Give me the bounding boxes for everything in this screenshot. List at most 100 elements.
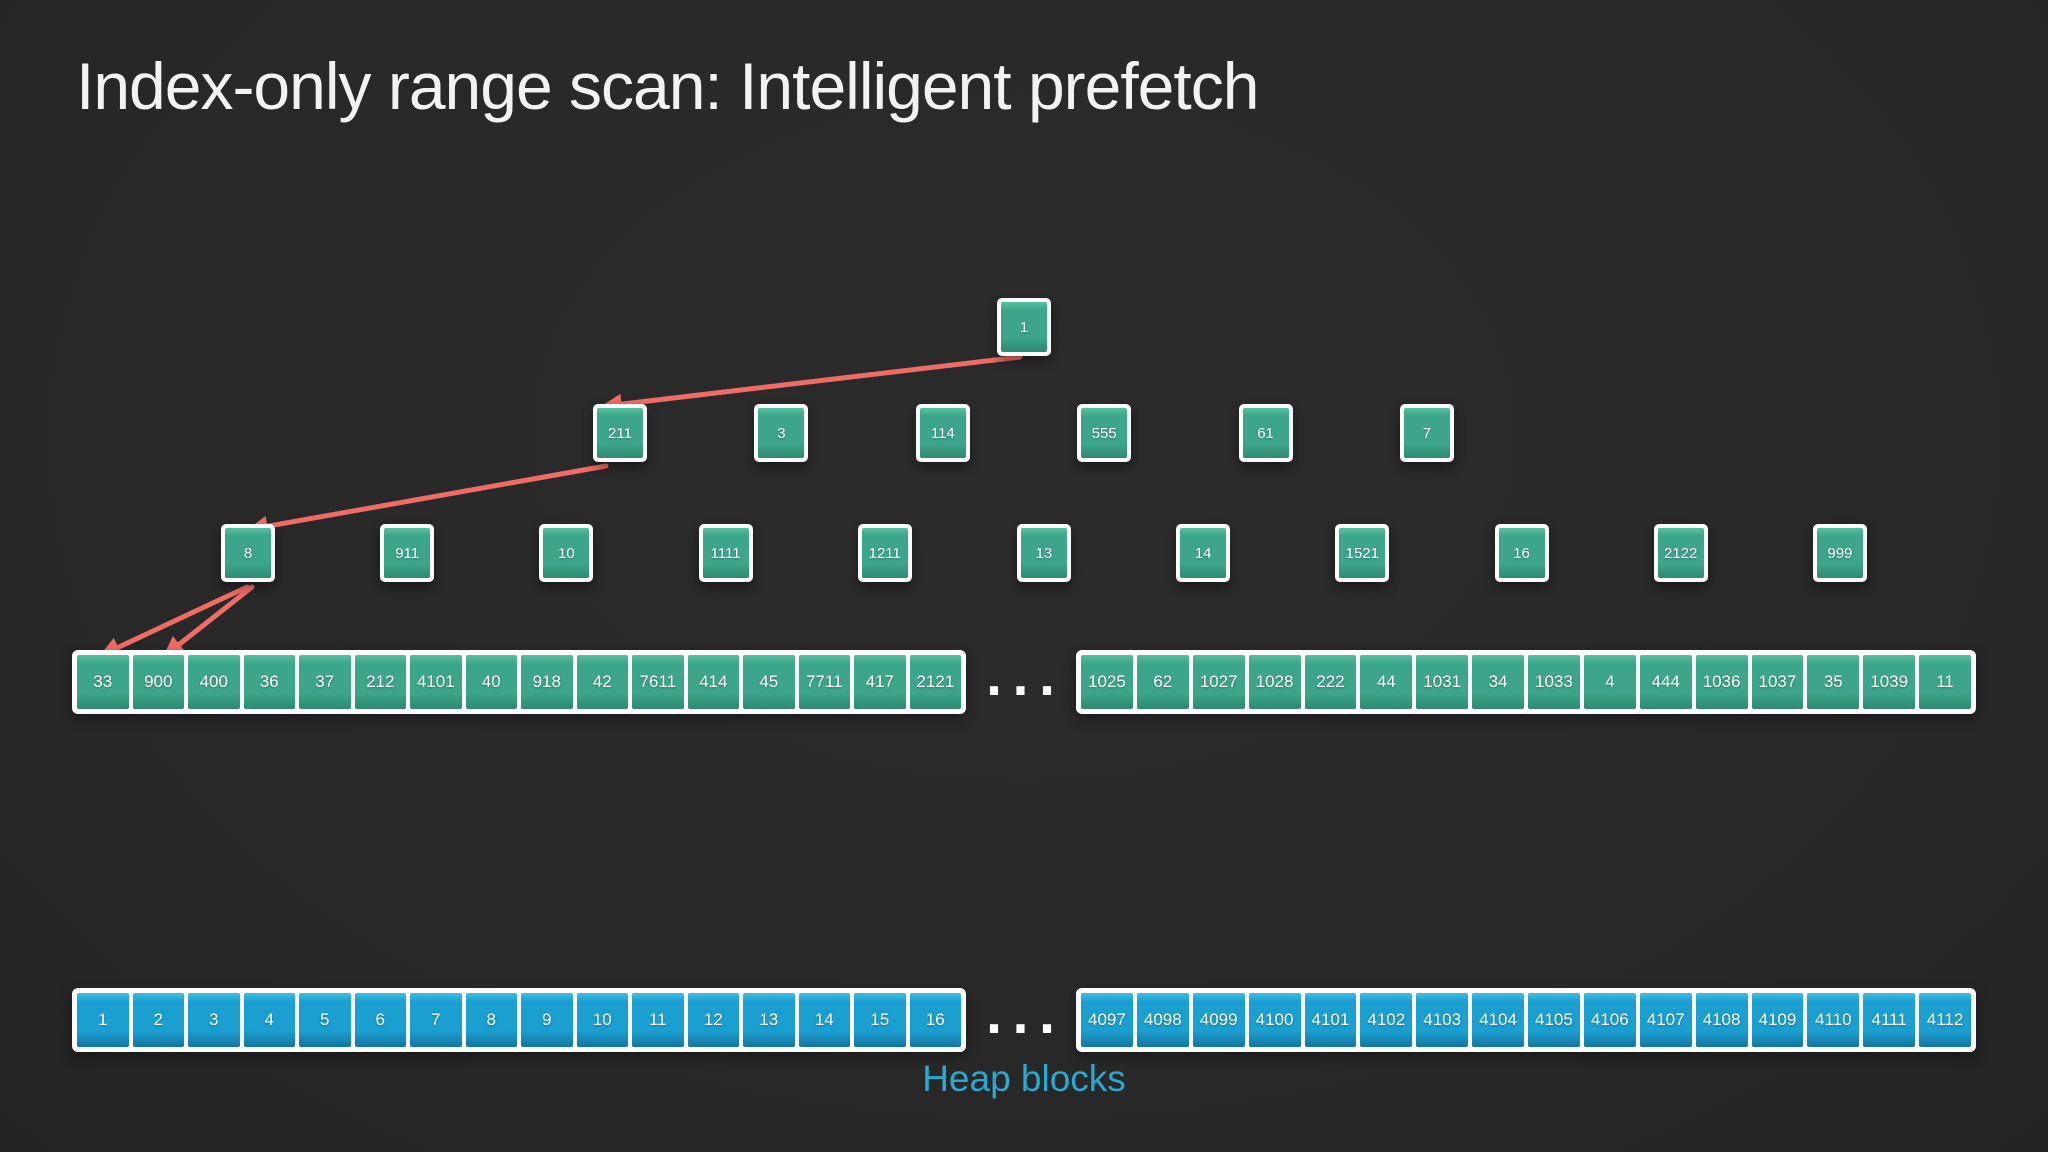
leaf-cell: 1025 <box>1081 655 1133 709</box>
btree-root-row: 1 <box>997 298 1051 356</box>
arrow-root-to-211 <box>600 354 1023 415</box>
heap-cell: 4106 <box>1583 993 1636 1047</box>
heap-cell: 3 <box>188 993 240 1047</box>
leaf-cell: 35 <box>1807 655 1860 709</box>
heap-blocks-label: Heap blocks <box>922 1058 1126 1099</box>
heap-cell: 14 <box>798 993 850 1047</box>
btree-internal-node: 1521 <box>1335 524 1390 582</box>
btree-internal-node: 16 <box>1494 524 1549 582</box>
btree-node-value: 911 <box>384 528 431 578</box>
heap-cell: 12 <box>687 993 739 1047</box>
btree-node-value: 114 <box>919 408 966 458</box>
arrow-211-to-8 <box>246 463 609 537</box>
leaf-cell: 1039 <box>1863 655 1916 709</box>
heap-cell: 4108 <box>1695 993 1748 1047</box>
btree-node-value: 555 <box>1081 408 1128 458</box>
btree-internal-node: 114 <box>915 404 970 462</box>
leaf-cell: 444 <box>1639 655 1692 709</box>
btree-node-value: 16 <box>1498 528 1545 578</box>
heap-cell: 4104 <box>1472 993 1524 1047</box>
heap-cell: 4102 <box>1360 993 1413 1047</box>
heap-cell: 2 <box>132 993 184 1047</box>
leaf-cell: 44 <box>1360 655 1413 709</box>
heap-cell: 4097 <box>1081 993 1133 1047</box>
heap-cell: 13 <box>743 993 795 1047</box>
heap-cell: 7 <box>410 993 462 1047</box>
btree-node-value: 7 <box>1403 408 1450 458</box>
leaf-cell: 900 <box>132 655 184 709</box>
leaf-cell: 62 <box>1136 655 1189 709</box>
btree-internal-node: 14 <box>1176 524 1231 582</box>
btree-internal-node: 10 <box>539 524 594 582</box>
btree-internal-node: 211 <box>593 404 647 462</box>
btree-internal-node: 8 <box>221 524 275 582</box>
heap-cell: 4100 <box>1248 993 1301 1047</box>
heap-ellipsis: ... <box>985 990 1065 1044</box>
heap-cell: 4111 <box>1863 993 1916 1047</box>
heap-cell: 8 <box>465 993 517 1047</box>
heap-cell: 11 <box>632 993 684 1047</box>
leaf-cell: 34 <box>1472 655 1524 709</box>
leaf-cell: 7611 <box>632 655 684 709</box>
heap-cell: 15 <box>854 993 906 1047</box>
heap-cell: 4110 <box>1807 993 1860 1047</box>
btree-node-value: 13 <box>1020 528 1067 578</box>
leaf-cell: 4 <box>1583 655 1636 709</box>
slide-title: Index-only range scan: Intelligent prefe… <box>76 49 1259 123</box>
btree-node-value: 1211 <box>861 528 908 578</box>
btree-node-value: 14 <box>1180 528 1227 578</box>
heap-cell: 16 <box>909 993 961 1047</box>
btree-internal-node: 555 <box>1077 404 1132 462</box>
leaf-cell: 212 <box>354 655 406 709</box>
heap-cell: 4103 <box>1416 993 1469 1047</box>
btree-node-value: 61 <box>1242 408 1289 458</box>
btree-internal-node: 7 <box>1399 404 1454 462</box>
heap-cell: 4107 <box>1639 993 1692 1047</box>
leaf-cell: 400 <box>188 655 240 709</box>
leaf-cell: 45 <box>743 655 795 709</box>
leaf-cell: 417 <box>854 655 906 709</box>
heap-cell: 6 <box>354 993 406 1047</box>
btree-internal-node: 911 <box>380 524 435 582</box>
btree-node-value: 10 <box>543 528 590 578</box>
btree-node-value: 8 <box>225 528 271 578</box>
arrow-8-to-leaf-900 <box>162 584 255 658</box>
leaf-cell: 1031 <box>1416 655 1469 709</box>
btree-internal-node: 2122 <box>1653 524 1708 582</box>
btree-node-value: 1521 <box>1339 528 1386 578</box>
btree-internal-row-1: 211 3 114 555 61 7 <box>593 404 1454 462</box>
btree-internal-node: 1111 <box>698 524 753 582</box>
leaf-cell: 36 <box>243 655 295 709</box>
btree-node-value: 1111 <box>702 528 749 578</box>
leaf-cell: 37 <box>299 655 351 709</box>
leaf-cell: 1027 <box>1192 655 1245 709</box>
leaf-cell: 42 <box>576 655 628 709</box>
btree-node-value: 211 <box>597 408 643 458</box>
btree-root-node: 1 <box>997 298 1051 356</box>
leaf-cell: 11 <box>1919 655 1971 709</box>
btree-internal-node: 999 <box>1812 524 1867 582</box>
arrow-8-to-leaf-33 <box>99 584 250 657</box>
heap-cell: 10 <box>576 993 628 1047</box>
heap-cell: 4099 <box>1192 993 1245 1047</box>
btree-node-value: 2122 <box>1657 528 1704 578</box>
leaf-cell: 1036 <box>1695 655 1748 709</box>
btree-internal-node: 1211 <box>857 524 912 582</box>
leaf-cell: 7711 <box>798 655 850 709</box>
heap-cell: 4101 <box>1304 993 1357 1047</box>
btree-internal-node: 3 <box>754 404 809 462</box>
btree-node-value: 1 <box>1001 302 1047 352</box>
heap-cell: 5 <box>299 993 351 1047</box>
leaf-cell: 918 <box>521 655 573 709</box>
heap-cell: 9 <box>521 993 573 1047</box>
heap-cell: 4098 <box>1136 993 1189 1047</box>
leaf-cell: 40 <box>465 655 517 709</box>
leaf-cell: 1028 <box>1248 655 1301 709</box>
leaf-cell: 1033 <box>1528 655 1580 709</box>
heap-cell: 4 <box>243 993 295 1047</box>
